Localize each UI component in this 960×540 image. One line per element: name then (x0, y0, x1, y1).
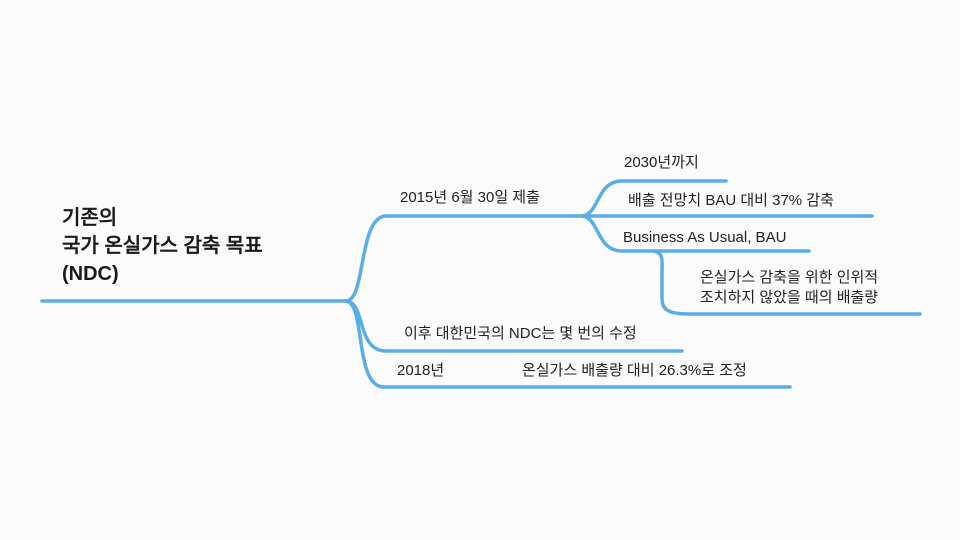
central-topic-line: 기존의 (62, 207, 118, 229)
central-topic[interactable]: 기존의 국가 온실가스 감축 목표 (NDC) (62, 204, 263, 288)
topic-target[interactable]: 배출 전망치 BAU 대비 37% 감축 (628, 192, 834, 209)
connector-bau (580, 214, 811, 253)
central-topic-line: (NDC) (62, 263, 119, 285)
topic-revision-2018[interactable]: 2018년 (397, 362, 445, 379)
topic-bau-note-line: 온실가스 감축을 위한 인위적 (700, 269, 879, 286)
central-topic-line: 국가 온실가스 감축 목표 (62, 235, 263, 257)
connector-announcement (344, 214, 592, 303)
topic-bau-note[interactable]: 온실가스 감축을 위한 인위적 조치하지 않았을 때의 배출량 (700, 268, 878, 308)
topic-announcement[interactable]: 2015년 6월 30일 제출 (400, 189, 540, 206)
connector-bau-note (652, 249, 922, 316)
topic-revision-2018-child[interactable]: 온실가스 배출량 대비 26.3%로 조정 (522, 362, 747, 379)
topic-deadline[interactable]: 2030년까지 (624, 154, 699, 171)
topic-revisions[interactable]: 이후 대한민국의 NDC는 몇 번의 수정 (404, 325, 637, 342)
connector-revision-2018 (344, 299, 507, 389)
topic-bau-note-line: 조치하지 않았을 때의 배출량 (700, 289, 879, 306)
topic-bau[interactable]: Business As Usual, BAU (623, 229, 787, 246)
